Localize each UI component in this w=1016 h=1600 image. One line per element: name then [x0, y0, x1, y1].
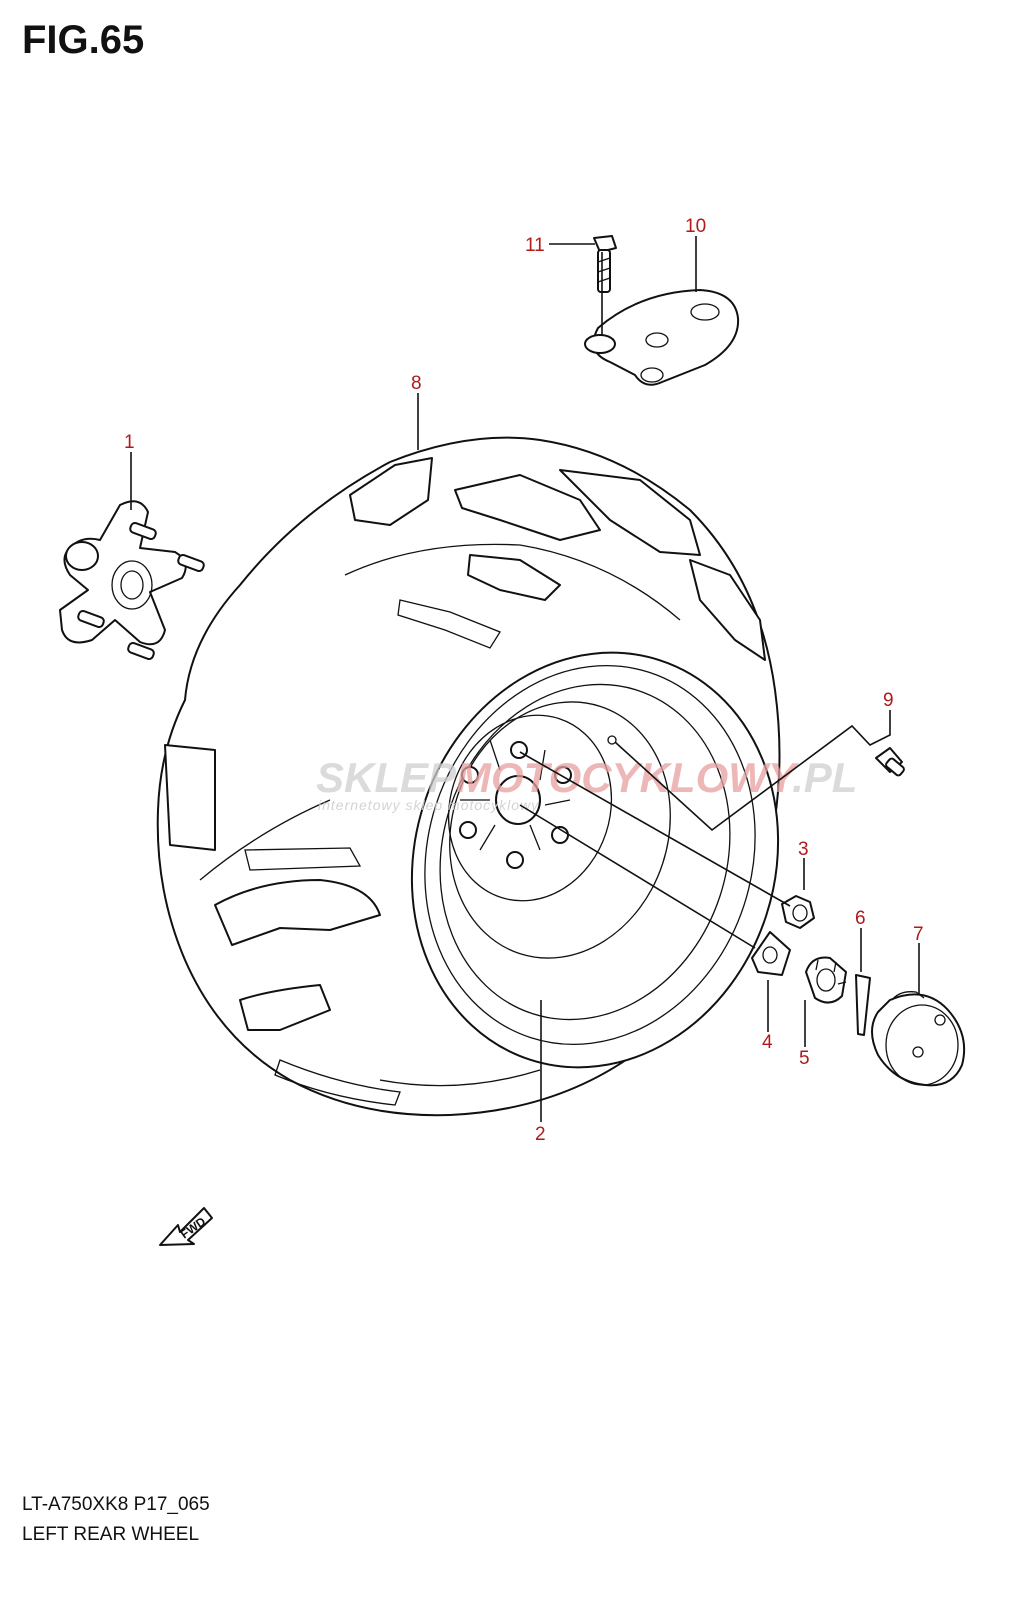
leader-lines: [130, 236, 920, 1122]
watermark: SKLEPMOTOCYKLOWY.PL internetowy sklep mo…: [316, 754, 857, 813]
part-5-castle-nut: [805, 956, 847, 1004]
callout-labels: 1 2 3 4 5 6 7 8 9 10 11: [124, 216, 924, 1145]
figure-title: FIG.65: [22, 18, 145, 62]
fwd-direction-marker: FWD: [159, 1207, 213, 1246]
part-10-bracket: [592, 289, 740, 386]
callout-9: 9: [883, 690, 894, 711]
part-2-wheel-rim: [410, 651, 780, 1069]
watermark-brand-main: SKLEP: [316, 754, 457, 801]
callout-7: 7: [913, 924, 924, 945]
part-6-cotter-pin: [855, 974, 871, 1036]
part-1-hub: [59, 500, 205, 661]
callout-10: 10: [685, 216, 706, 237]
figure-caption: LEFT REAR WHEEL: [22, 1524, 200, 1545]
callout-6: 6: [855, 908, 866, 929]
figure-code: LT-A750XK8 P17_065: [22, 1494, 210, 1515]
part-3-nut: [781, 895, 815, 929]
callout-4: 4: [762, 1032, 773, 1053]
part-4-washer: [751, 931, 791, 976]
figure-footer: LT-A750XK8 P17_065 LEFT REAR WHEEL: [22, 1490, 210, 1550]
callout-8: 8: [411, 373, 422, 394]
part-11-bolt: [584, 235, 617, 354]
callout-11: 11: [525, 235, 545, 256]
watermark-tagline: internetowy sklep motocyklowy: [318, 797, 539, 813]
callout-3: 3: [798, 839, 809, 860]
part-9-valve: [875, 747, 905, 777]
callout-5: 5: [799, 1048, 810, 1069]
callout-2: 2: [535, 1124, 546, 1145]
watermark-brand-domain: .PL: [792, 754, 857, 801]
part-7-cap: [871, 991, 966, 1087]
svg-text:SKLEPMOTOCYKLOWY.PL: SKLEPMOTOCYKLOWY.PL: [316, 754, 857, 801]
watermark-brand-accent: MOTOCYKLOWY: [456, 754, 800, 801]
callout-1: 1: [124, 432, 135, 453]
